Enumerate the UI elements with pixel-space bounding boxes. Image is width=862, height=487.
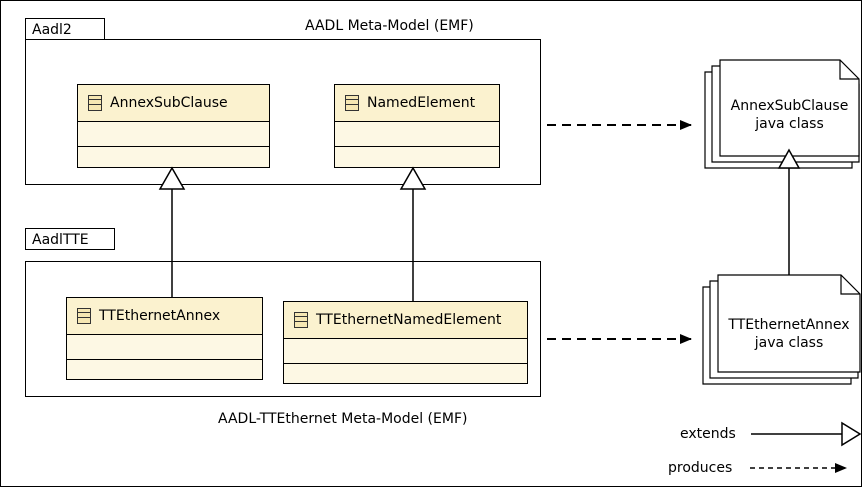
inheritance-arrow-icon [158,166,186,190]
inheritance-arrow-icon [399,166,427,190]
aadl-tte-meta-model-title: AADL-TTEthernet Meta-Model (EMF) [218,411,468,427]
legend-extends-arrow-icon [841,421,862,447]
class-icon [294,312,308,328]
class-named-element[interactable]: NamedElement [334,84,500,168]
package-tab-aadl2: Aadl2 [25,18,105,40]
class-annex-subclause[interactable]: AnnexSubClause [77,84,270,168]
java-class-label-ttethernet-annex: TTEthernetAnnex java class [728,317,850,351]
java-class-label-annex-subclause: AnnexSubClause java class [730,98,849,132]
class-name: TTEthernetNamedElement [316,312,502,328]
class-name: TTEthernetAnnex [99,308,221,324]
legend-extends-label: extends [680,426,736,442]
legend-produces-label: produces [668,460,733,476]
inheritance-arrow-icon [777,148,801,169]
doc-stack-annex-subclause [704,59,860,169]
class-name: AnnexSubClause [110,95,228,111]
class-icon [88,95,102,111]
doc-stack-ttethernet-annex [702,274,861,385]
class-ttethernet-named-element[interactable]: TTEthernetNamedElement [283,301,528,384]
class-icon [77,308,91,324]
class-ttethernet-annex[interactable]: TTEthernetAnnex [66,297,263,380]
class-name: NamedElement [367,95,476,111]
class-icon [345,95,359,111]
aadl-meta-model-title: AADL Meta-Model (EMF) [305,18,474,34]
package-tab-aadltte: AadlTTE [25,228,115,250]
